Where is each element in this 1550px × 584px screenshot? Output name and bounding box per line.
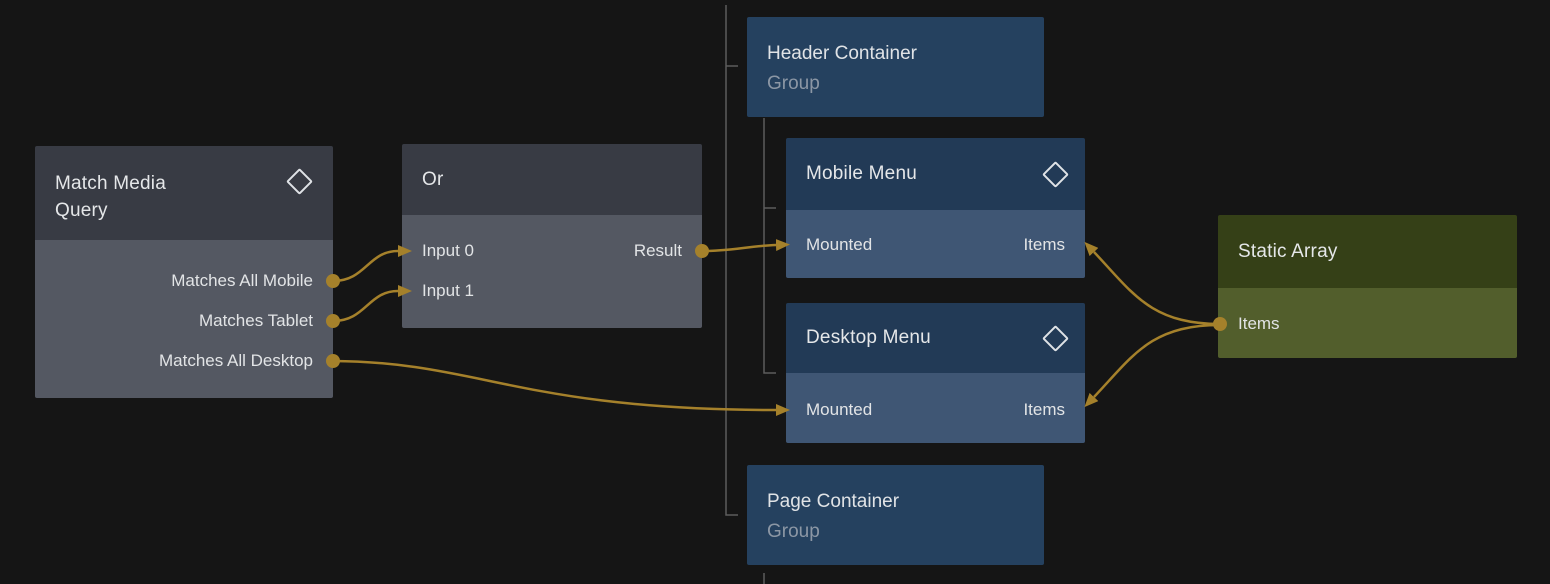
node-header-container[interactable]: Header Container Group — [747, 17, 1044, 117]
output-port-matches-all-desktop[interactable]: Matches All Desktop — [158, 351, 313, 370]
node-title: Header Container — [767, 43, 917, 64]
input-port-input-1[interactable]: Input 1 — [422, 281, 474, 300]
diamond-icon — [286, 168, 313, 195]
node-header[interactable]: Match Media Query — [35, 146, 333, 240]
node-title: Page Container — [767, 491, 900, 512]
node-static-array[interactable]: Static Array Items — [1218, 215, 1517, 358]
wire-static-items-to-desktop-items[interactable] — [1084, 323, 1221, 408]
wire-result-to-mobile-mounted[interactable] — [701, 239, 790, 253]
wire-matches-all-desktop-to-desktop-mounted[interactable] — [332, 359, 790, 416]
node-header[interactable]: Desktop Menu — [786, 303, 1085, 373]
node-match-media-query[interactable]: Match Media Query Matches All Mobile Mat… — [35, 146, 333, 398]
diamond-icon — [1042, 160, 1069, 188]
input-port-items[interactable]: Items — [1023, 235, 1065, 254]
input-port-items[interactable]: Items — [1023, 400, 1065, 419]
wire-matches-all-mobile-to-input-0[interactable] — [332, 245, 412, 283]
node-title: Or — [422, 168, 444, 190]
output-port-items[interactable]: Items — [1238, 314, 1280, 333]
wire-static-items-to-mobile-items[interactable] — [1084, 241, 1221, 326]
node-body: Input 0 Result Input 1 — [402, 215, 702, 328]
node-header[interactable]: Or — [402, 144, 702, 215]
node-header[interactable]: Static Array — [1218, 215, 1517, 288]
node-desktop-menu[interactable]: Desktop Menu Mounted Items — [786, 303, 1085, 443]
node-header[interactable]: Mobile Menu — [786, 138, 1085, 210]
wire-matches-tablet-to-input-1[interactable] — [332, 285, 412, 323]
node-title: Desktop Menu — [806, 327, 931, 348]
input-port-mounted[interactable]: Mounted — [806, 400, 873, 419]
node-title: Static Array — [1238, 240, 1338, 262]
output-port-matches-all-mobile[interactable]: Matches All Mobile — [171, 271, 313, 290]
node-body: Mounted Items — [786, 210, 1085, 278]
input-port-input-0[interactable]: Input 0 — [422, 241, 474, 260]
node-body: Matches All Mobile Matches Tablet Matche… — [35, 240, 333, 398]
node-body: Mounted Items — [786, 373, 1085, 443]
node-page-container[interactable]: Page Container Group — [747, 465, 1044, 565]
output-port-result[interactable]: Result — [633, 241, 682, 260]
output-port-matches-tablet[interactable]: Matches Tablet — [198, 311, 313, 330]
node-body: Items — [1218, 288, 1517, 358]
node-title: Match Media Query — [55, 173, 166, 221]
input-port-mounted[interactable]: Mounted — [806, 235, 873, 254]
node-title: Mobile Menu — [806, 163, 917, 184]
node-subtitle: Group — [767, 521, 820, 542]
diamond-icon — [1042, 324, 1069, 352]
node-or[interactable]: Or Input 0 Result Input 1 — [402, 144, 702, 328]
node-subtitle: Group — [767, 73, 820, 94]
node-mobile-menu[interactable]: Mobile Menu Mounted Items — [786, 138, 1085, 278]
